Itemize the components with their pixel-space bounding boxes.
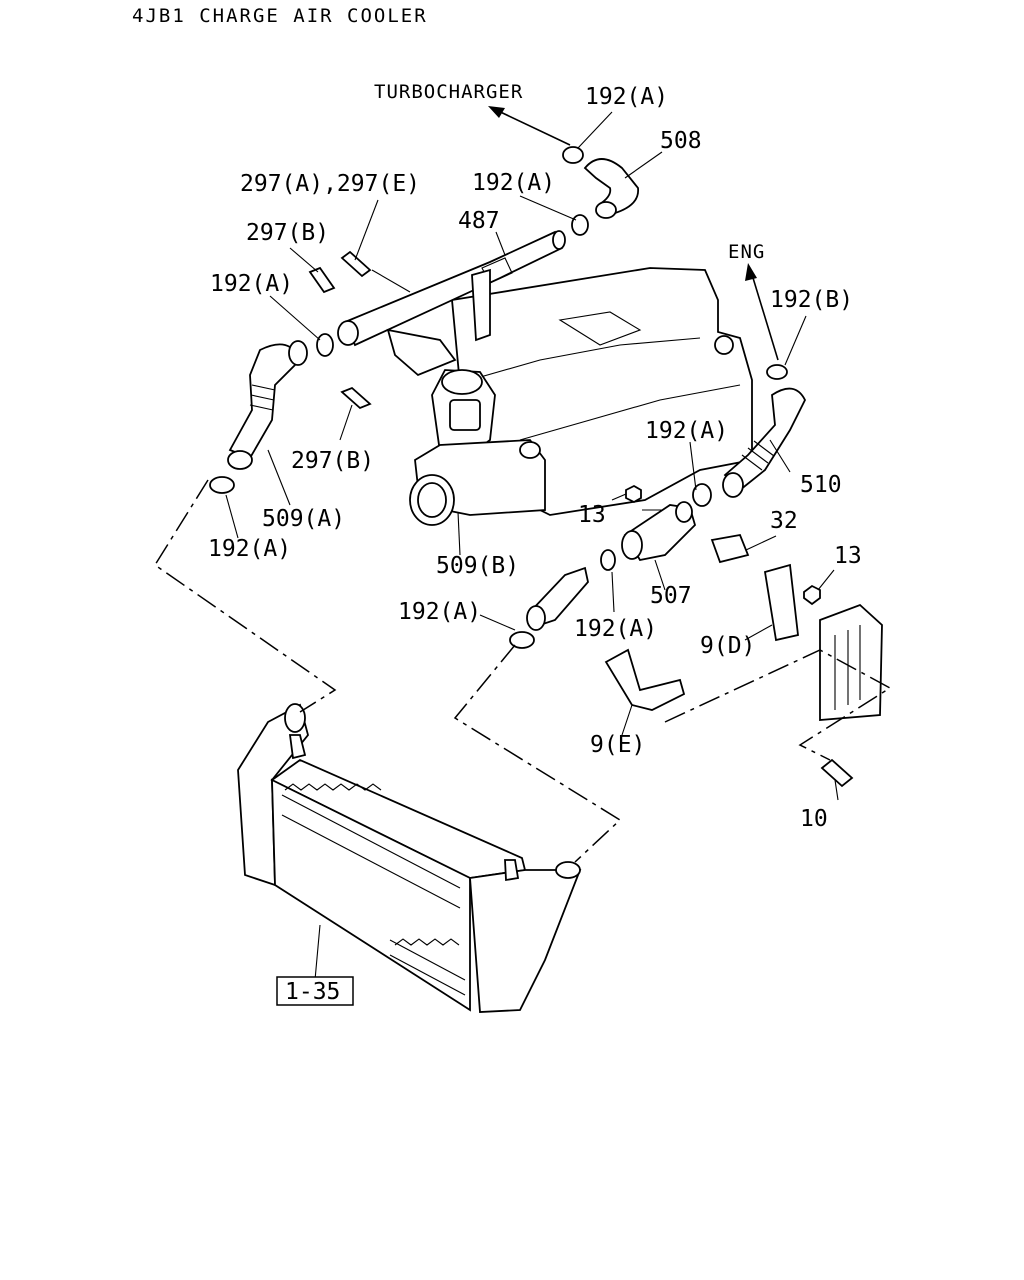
ref-1-35-label: 1-35 xyxy=(285,979,340,1005)
reference-box: 1-35 xyxy=(276,976,354,1006)
label-192a-top: 192(A) xyxy=(585,84,668,110)
label-508: 508 xyxy=(660,128,702,154)
label-13-left: 13 xyxy=(578,502,606,528)
intake-housing xyxy=(409,369,546,526)
side-plate xyxy=(819,603,883,721)
hose-509a xyxy=(227,340,308,470)
label-297b-lower: 297(B) xyxy=(291,448,374,474)
label-192b: 192(B) xyxy=(770,287,853,313)
intercooler xyxy=(237,703,582,1013)
clamps xyxy=(209,146,788,649)
label-509b: 509(B) xyxy=(436,553,519,579)
elbow-507 xyxy=(621,501,697,591)
diagram-title: 4JB1 CHARGE AIR COOLER xyxy=(132,5,428,27)
label-192a-midright: 192(A) xyxy=(574,616,657,642)
label-192a-right: 192(A) xyxy=(645,418,728,444)
hose-508 xyxy=(583,158,639,219)
label-297b-upper: 297(B) xyxy=(246,220,329,246)
eng-label: ENG xyxy=(728,241,765,263)
label-510: 510 xyxy=(800,472,842,498)
label-507: 507 xyxy=(650,583,692,609)
label-297ae: 297(A),297(E) xyxy=(240,171,420,197)
label-9d: 9(D) xyxy=(700,633,755,659)
label-509a: 509(A) xyxy=(262,506,345,532)
part-labels: 192(A) 508 297(A),297(E) 192(A) 487 297(… xyxy=(208,84,862,832)
label-192a-upper: 192(A) xyxy=(472,170,555,196)
pipe-487 xyxy=(337,230,566,377)
eng-arrow xyxy=(745,263,779,361)
label-13-right: 13 xyxy=(834,543,862,569)
label-10: 10 xyxy=(800,806,828,832)
leader-lines xyxy=(225,111,839,981)
turbocharger-label: TURBOCHARGER xyxy=(374,81,523,103)
label-192a-lowleft: 192(A) xyxy=(208,536,291,562)
bolts-297 xyxy=(308,250,372,410)
brackets xyxy=(604,563,799,711)
label-487: 487 xyxy=(458,208,500,234)
hose-510 xyxy=(722,387,807,498)
label-9e: 9(E) xyxy=(590,732,645,758)
connection-lines xyxy=(153,479,892,863)
label-192a-mid: 192(A) xyxy=(398,599,481,625)
label-32: 32 xyxy=(770,508,798,534)
label-192a-left: 192(A) xyxy=(210,271,293,297)
hardware-small xyxy=(625,484,854,788)
hose-509b xyxy=(526,566,589,631)
turbocharger-arrow xyxy=(488,106,571,146)
